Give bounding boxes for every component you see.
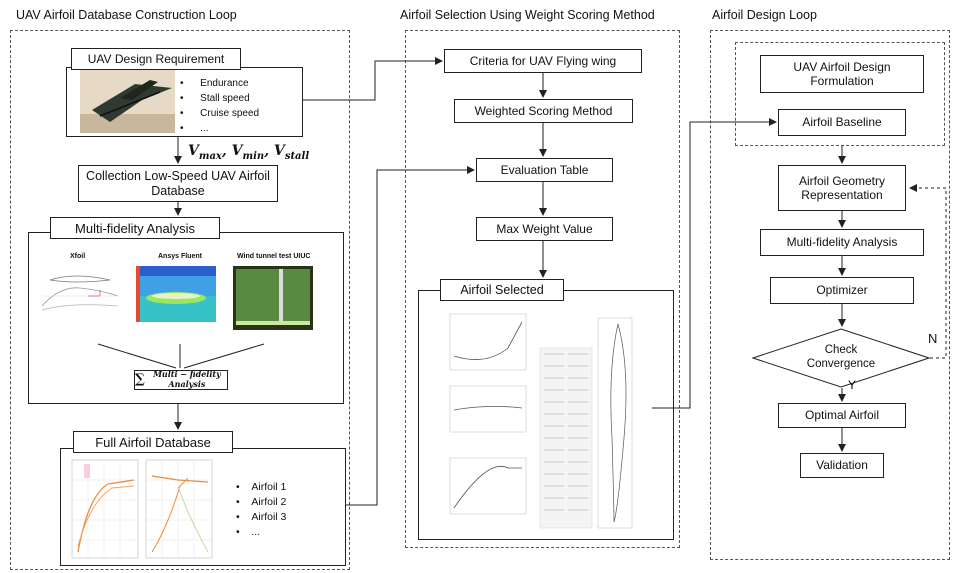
velocity-formula: Vmax, Vmin, Vstall	[188, 143, 310, 162]
requirement-item: • Stall speed	[180, 93, 250, 104]
requirement-list: • Endurance • Stall speed • Cruise speed…	[180, 78, 259, 135]
section-title-design: Airfoil Design Loop	[712, 8, 817, 22]
full-db-chart	[68, 456, 216, 562]
section-title-database: UAV Airfoil Database Construction Loop	[16, 8, 237, 22]
validation-box: Validation	[800, 453, 884, 478]
tool-label-xfoil: Xfoil	[70, 253, 86, 260]
selected-figure	[428, 308, 668, 534]
multifidelity-title: Multi-fidelity Analysis	[50, 217, 220, 239]
airfoil-item: • ...	[236, 526, 261, 538]
baseline-box: Airfoil Baseline	[778, 109, 906, 136]
airfoil-item: • Airfoil 3	[236, 511, 287, 523]
xfoil-figure	[40, 266, 120, 322]
geometry-box: Airfoil Geometry Representation	[778, 165, 906, 211]
airfoil-item: • Airfoil 2	[236, 496, 287, 508]
convergence-decision	[751, 328, 931, 388]
sum-formula-box: ∑Multi − fidelity Analysis	[134, 370, 228, 390]
formulation-box: UAV Airfoil Design Formulation	[760, 55, 924, 93]
section-title-selection: Airfoil Selection Using Weight Scoring M…	[400, 8, 655, 22]
weighted-scoring-box: Weighted Scoring Method	[454, 99, 633, 123]
tool-label-fluent: Ansys Fluent	[158, 253, 202, 260]
fluent-figure	[136, 266, 216, 322]
uav-photo	[80, 70, 175, 133]
windtunnel-figure	[233, 266, 313, 330]
airfoil-item: • Airfoil 1	[236, 481, 287, 493]
airfoil-list: • Airfoil 1 • Airfoil 2 • Airfoil 3 • ..…	[236, 481, 286, 539]
requirement-title: UAV Design Requirement	[71, 48, 241, 70]
selected-title: Airfoil Selected	[440, 279, 564, 301]
design-multifidelity-box: Multi-fidelity Analysis	[760, 229, 924, 256]
tool-label-windtunnel: Wind tunnel test UIUC	[237, 253, 311, 260]
requirement-item: • Cruise speed	[180, 108, 260, 119]
full-db-title: Full Airfoil Database	[73, 431, 233, 453]
criteria-box: Criteria for UAV Flying wing	[444, 49, 642, 73]
no-label: N	[928, 331, 938, 346]
yes-label: Y	[848, 378, 857, 392]
optimizer-box: Optimizer	[770, 277, 914, 304]
evaluation-table-box: Evaluation Table	[476, 158, 613, 182]
optimal-box: Optimal Airfoil	[778, 403, 906, 428]
collection-box: Collection Low-Speed UAV Airfoil Databas…	[78, 165, 278, 202]
requirement-item: • ...	[180, 123, 209, 134]
convergence-label: Check Convergence	[806, 344, 876, 370]
requirement-item: • Endurance	[180, 78, 249, 89]
sum-label: Multi − fidelity Analysis	[153, 369, 221, 389]
max-weight-box: Max Weight Value	[476, 217, 613, 241]
design-formulation-frame	[735, 42, 945, 146]
